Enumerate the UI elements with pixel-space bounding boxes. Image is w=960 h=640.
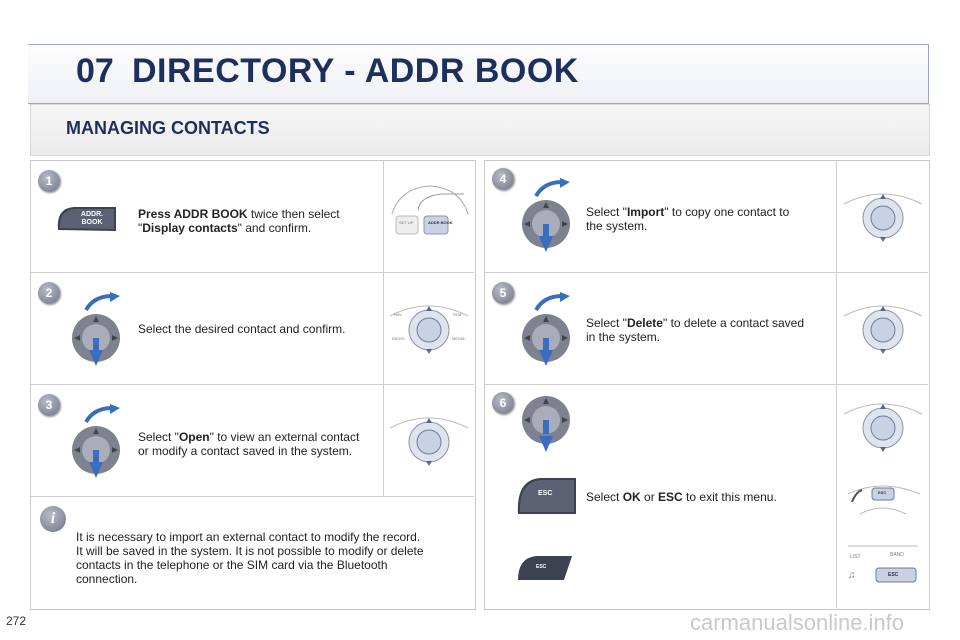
panel-label-nav: NAV [394, 312, 402, 317]
step-6-badge: 6 [492, 392, 514, 414]
panel-label-setup: SET UP [399, 220, 414, 225]
addr-book-btn-line2: BOOK [81, 219, 103, 226]
info-line: It will be saved in the system. It is no… [76, 544, 424, 558]
divider [383, 160, 384, 496]
step-1-text: Press ADDR BOOK twice then select "Displa… [138, 207, 378, 235]
divider [484, 384, 928, 385]
divider [30, 384, 474, 385]
step-4-part: Select " [586, 205, 627, 219]
addr-book-btn-line1: ADDR. [80, 211, 104, 218]
watermark: carmanualsonline.info [690, 610, 905, 635]
rotary-knob-icon [514, 292, 584, 368]
step-1-end: " and confirm. [237, 221, 312, 235]
step-3-part: " to view an external contact [209, 430, 360, 444]
nav-control-panel-icon [388, 408, 470, 470]
info-line: contacts in the telephone or the SIM car… [76, 558, 388, 572]
step-6-part: to exit this menu. [682, 490, 777, 504]
panel-label-radio: RADIO [392, 336, 405, 341]
panel-label-esc: ESC [878, 490, 887, 495]
esc-button-small-icon: ESC [514, 552, 574, 582]
step-3-option: Open [178, 430, 210, 444]
nav-control-panel-icon [842, 184, 924, 246]
step-5-part: Select " [586, 316, 627, 330]
nav-control-panel-icon: NAV TRAF RADIO MEDIA [388, 296, 470, 358]
step-5-badge: 5 [492, 282, 514, 304]
step-5-option: Delete [626, 316, 663, 330]
divider [30, 496, 474, 497]
info-text: It is necessary to import an external co… [76, 530, 470, 586]
step-6-esc: ESC [658, 490, 683, 504]
step-1-press: Press ADDR BOOK [138, 207, 248, 221]
setup-addrbook-panel-icon: ADDR BOOK SET UP [390, 180, 470, 240]
step-1-badge: 1 [38, 170, 60, 192]
step-3-badge: 3 [38, 394, 60, 416]
rotary-knob-icon [514, 388, 584, 458]
panel-label-list: LIST [850, 554, 861, 560]
divider [30, 272, 474, 273]
step-3-text: Select "Open" to view an external contac… [138, 430, 382, 458]
panel-label-band: BAND [890, 552, 904, 558]
chapter-number: 07 [76, 52, 114, 90]
step-6-ok: OK [622, 490, 641, 504]
panel-label-traf: TRAF [452, 312, 463, 317]
step-5-part: in the system. [586, 330, 661, 344]
step-3-part: or modify a contact saved in the system. [138, 444, 353, 458]
step-6-text: Select OK or ESC to exit this menu. [586, 490, 830, 504]
info-line: It is necessary to import an external co… [76, 530, 421, 544]
step-5-text: Select "Delete" to delete a contact save… [586, 316, 830, 344]
esc-small-label: ESC [536, 564, 547, 570]
esc-button-icon: ESC [514, 474, 580, 518]
chapter-title: DIRECTORY - ADDR BOOK [132, 52, 579, 90]
rotary-knob-icon [64, 404, 134, 480]
step-3-part: Select " [138, 430, 179, 444]
esc-button-label: ESC [538, 490, 553, 497]
step-4-option: Import [626, 205, 665, 219]
chapter-header-bar [28, 44, 929, 104]
nav-control-panel-icon [842, 296, 924, 358]
section-title: MANAGING CONTACTS [66, 118, 270, 138]
step-2-text: Select the desired contact and confirm. [138, 322, 346, 336]
step-6-part: or [640, 490, 659, 504]
divider [484, 272, 928, 273]
nav-control-panel-icon [842, 394, 924, 456]
info-icon: i [40, 506, 66, 532]
rotary-knob-icon [64, 292, 134, 368]
page-number: 272 [6, 614, 27, 628]
addr-book-button-icon: ADDR.BOOK [54, 204, 120, 234]
phone-esc-panel-icon: ESC [842, 474, 924, 524]
step-4-badge: 4 [492, 168, 514, 190]
list-band-panel-icon: ♫ LIST BAND ESC [842, 540, 924, 590]
step-1-option: Display contacts [142, 221, 238, 235]
info-line: connection. [76, 572, 138, 586]
left-panel [30, 160, 476, 610]
svg-text:♫: ♫ [848, 570, 856, 581]
step-4-part: the system. [586, 219, 648, 233]
panel-label-addr-book: ADDR BOOK [428, 220, 453, 225]
rotary-knob-icon [514, 178, 584, 254]
panel-label-esc: ESC [888, 572, 899, 578]
divider [836, 160, 837, 608]
step-4-part: " to copy one contact to [664, 205, 790, 219]
step-2-badge: 2 [38, 282, 60, 304]
step-5-part: " to delete a contact saved [662, 316, 805, 330]
step-1-part: twice then select [247, 207, 340, 221]
panel-label-media: MEDIA [452, 336, 465, 341]
step-6-part: Select [586, 490, 623, 504]
section-bar [30, 104, 930, 156]
step-4-text: Select "Import" to copy one contact to th… [586, 205, 830, 233]
step-1-quote: " [138, 221, 143, 235]
